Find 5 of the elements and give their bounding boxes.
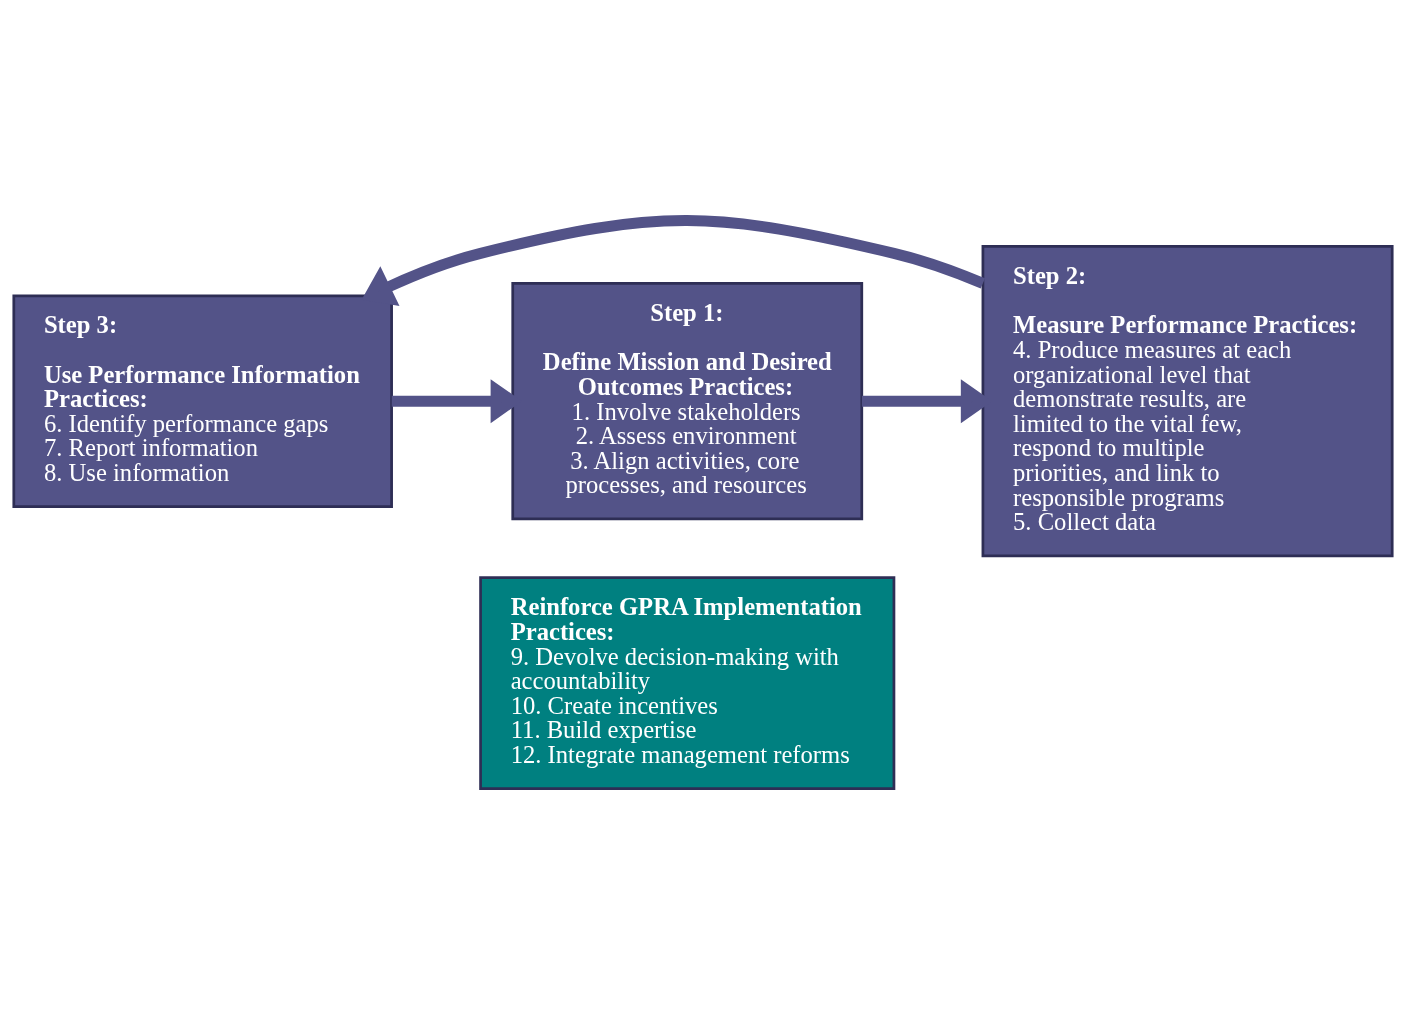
arrow [361,215,985,306]
node-box: Step 2: Measure Performance Practices: 4. Produce measures at each organizational level that demonstrate results, are limited to the vital few, respond to multiple priorities, and link to responsible programs 5. Collect data [981,245,1394,558]
node-box: Reinforce GPRA Implementation Practices: 9. Devolve decision-making with accountability 10. Create incentives 11. Build expertise 12. Integrate management reforms [479,576,896,790]
node-box: Step 3: Use Performance Information Practices: 6. Identify performance gaps 7. Report information 8. Use information [12,294,393,508]
node-box: Step 1: Define Mission and Desired Outcomes Practices: 1. Involve stakeholders 2. Assess environment 3. Align activities, core processes, and resources [511,282,864,521]
